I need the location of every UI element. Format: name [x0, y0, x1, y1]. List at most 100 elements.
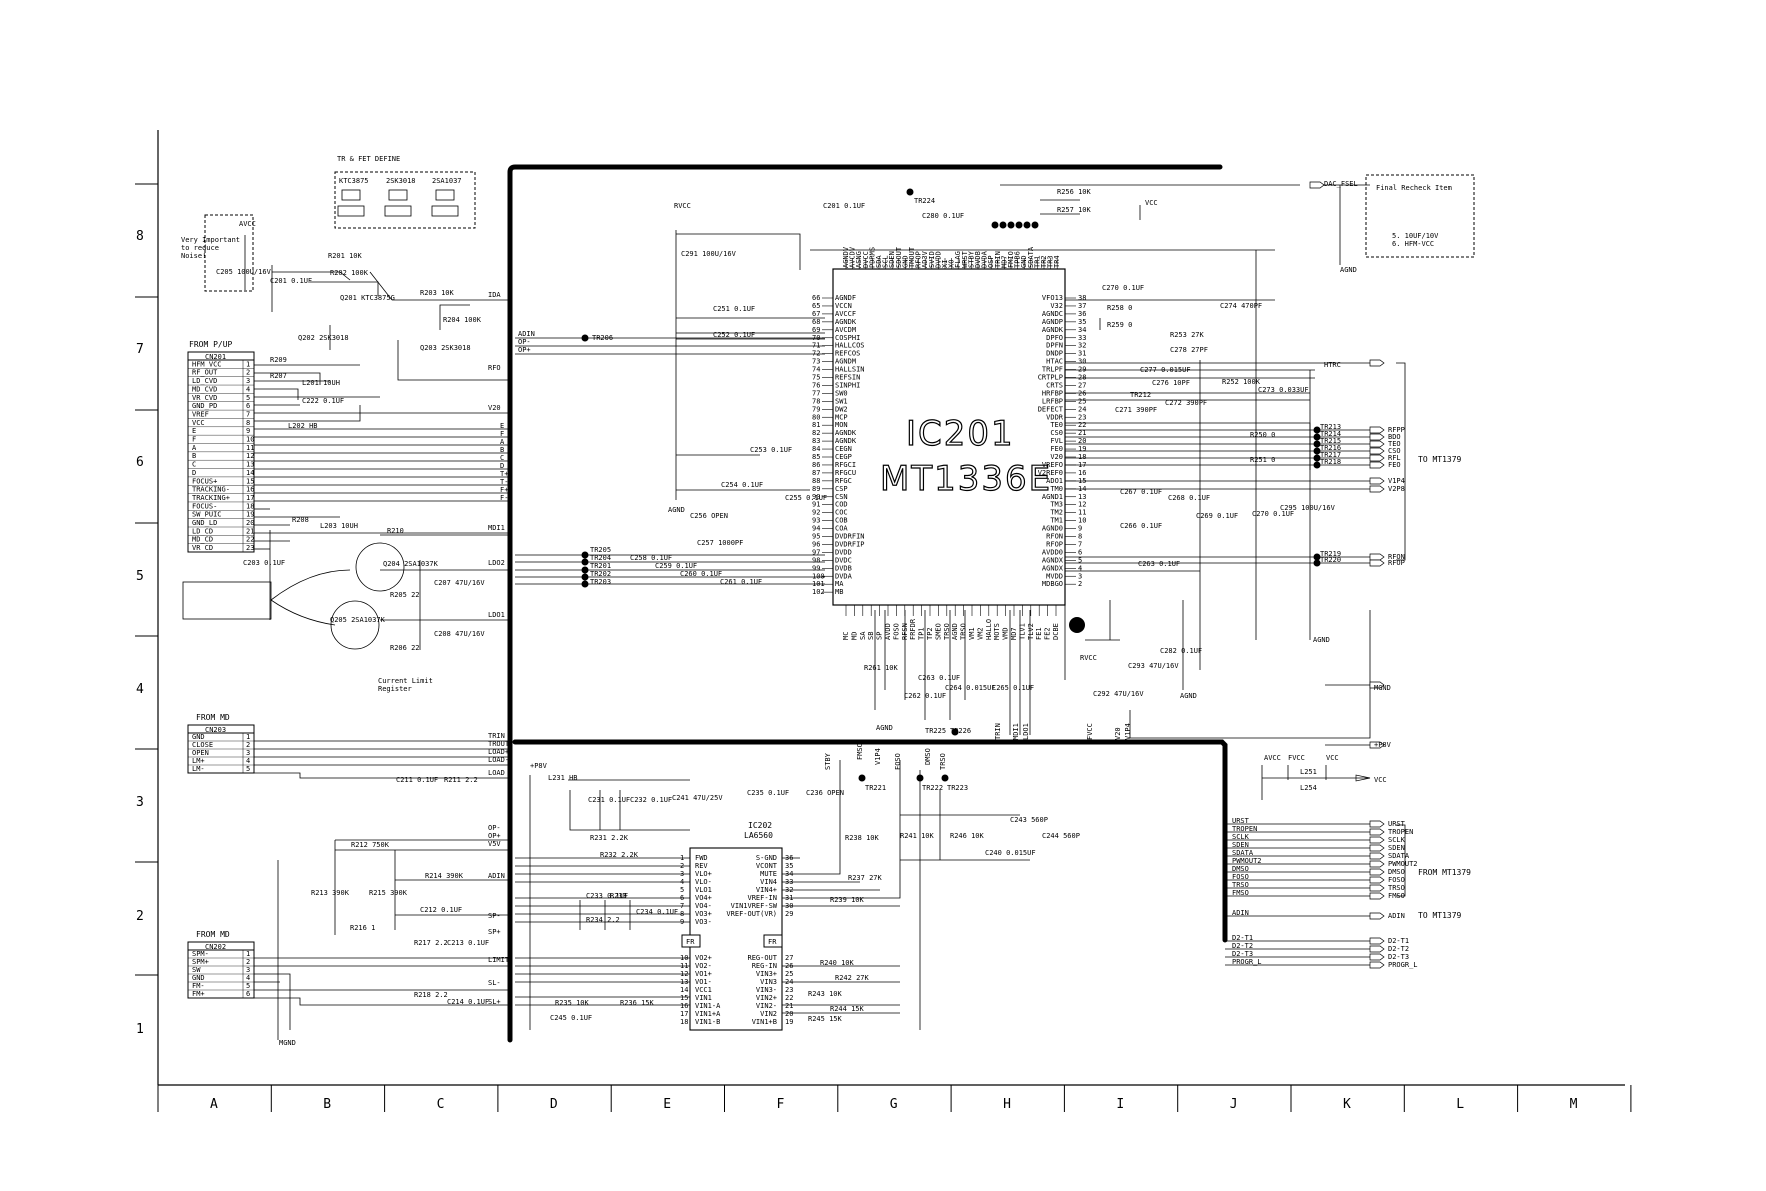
r235-label: R235 10K	[555, 999, 590, 1007]
tp-label-6: TR226	[950, 727, 971, 735]
cn201-pin-14-name: D	[192, 469, 196, 477]
r256-label: R256 10K	[1057, 188, 1092, 196]
ic201-left-num-31: 96	[812, 540, 820, 548]
c269-label: C269 0.1UF	[1196, 512, 1238, 520]
tp-label-1: TR224	[914, 197, 935, 205]
tr-type-1: KTC3875	[339, 177, 369, 185]
ic201-left-pin-24: CSP	[835, 485, 848, 493]
r234-label: R234 2.2	[586, 916, 620, 924]
c201-label: C201 0.1UF	[270, 277, 312, 285]
c208-label: C208 47U/16V	[434, 630, 485, 638]
ic201-right-num-11: 27	[1078, 381, 1086, 389]
ic201-right-num-9: 29	[1078, 366, 1086, 374]
ic201-right-pin-3: AGNDP	[1042, 318, 1063, 326]
left-net-33: SP-	[488, 912, 501, 920]
ic202-right-lower-num-8: 19	[785, 1018, 793, 1026]
cn203-pin-2-name: CLOSE	[192, 741, 213, 749]
r210-label: R210	[387, 527, 404, 535]
agnd-ic201-label: AGND	[668, 506, 685, 514]
ic202-right-lower-pin-8: VIN1+B	[752, 1018, 777, 1026]
ic201-left-num-0: 66	[812, 294, 820, 302]
dac-fsel-label: DAC_FSEL	[1324, 180, 1358, 188]
ic201-surround-wires	[515, 184, 1371, 739]
ic201-top-pin-13: SVID	[928, 251, 936, 268]
htrc-label: HTRC	[1324, 361, 1341, 369]
ic201-top-pin-12: AD3V	[921, 250, 929, 268]
ic201-right-num-29: 9	[1078, 525, 1082, 533]
c252-label: C252 0.1UF	[713, 331, 755, 339]
cn201-pin-23-num: 23	[246, 544, 254, 552]
ic201-left-pin-15: MCP	[835, 413, 848, 421]
cn201-pin-13-num: 13	[246, 461, 254, 469]
ic201-bottom-pin-4: SP	[876, 632, 884, 640]
c214-label: C214 0.1UF	[447, 998, 489, 1006]
r243-label: R243 10K	[808, 990, 843, 998]
r218-label: R218 2.2	[414, 991, 448, 999]
cn201-pin-18-name: FOCUS-	[192, 502, 217, 510]
cn201-pin-4-name: MD_CVD	[192, 385, 217, 393]
ic201-top-pin-30: TR2	[1040, 255, 1048, 268]
ic201-left-num-1: 65	[812, 302, 820, 310]
cn201-pin-16-num: 16	[246, 486, 254, 494]
left-net-30: OP+	[488, 832, 501, 840]
cn202-ref: CN202	[205, 943, 226, 951]
c282-label: C282 0.1UF	[1160, 647, 1202, 655]
cn201-pin-9-num: 9	[246, 427, 250, 435]
tr-fet-define-title: TR & FET DEFINE	[337, 155, 400, 163]
grid-col-H: H	[1003, 1097, 1011, 1112]
ic201-left-num-4: 69	[812, 326, 820, 334]
r216-label: R216 1	[350, 924, 375, 932]
q202-label: Q202 2SK3018	[298, 334, 349, 342]
ic201-top-pin-8: SDOUT	[895, 246, 903, 268]
ic202-left-lower-num-6: 16	[680, 1002, 688, 1010]
left-net-14: LDO2	[488, 559, 505, 567]
ic201-top-pin-17: FLAG	[954, 251, 962, 268]
tp-label-4: TR223	[947, 784, 968, 792]
c274-label: C274 470PF	[1220, 302, 1262, 310]
ic201-right-pin-10: CRTPLP	[1038, 374, 1063, 382]
ic201-left-num-19: 84	[812, 445, 820, 453]
ic201-left-pin-32: DVDD	[835, 548, 852, 556]
ic201-right-num-26: 12	[1078, 501, 1086, 509]
r245-label: R245 15K	[808, 1015, 843, 1023]
grid-row-1: 1	[136, 1022, 144, 1037]
fvcc-right-label: FVCC	[1288, 754, 1305, 762]
ic201-right-num-31: 7	[1078, 540, 1082, 548]
l203-label: L203 10UH	[320, 522, 358, 530]
grid-col-L: L	[1456, 1097, 1464, 1112]
cn201-pin-17-num: 17	[246, 494, 254, 502]
ic201-top-pin-0: AGNDV	[842, 246, 850, 268]
ic201-top-pin-21: DVDA	[981, 250, 989, 268]
grid-row-4: 4	[136, 682, 144, 697]
right-out-a-TEO: TEO	[1388, 440, 1401, 448]
ic201-bottom-pin-18: MOTS	[993, 623, 1001, 640]
ic201-left-pin-9: HALLSIN	[835, 366, 865, 374]
ic201-right-num-35: 3	[1078, 572, 1082, 580]
ic201-right-pin-24: TM0	[1050, 485, 1063, 493]
ic202-right-num-1: 35	[785, 862, 793, 870]
cn201-pin-15-num: 15	[246, 477, 254, 485]
left-net-10: T-	[500, 478, 508, 486]
ic201-right-pin-32: AVDD0	[1042, 548, 1063, 556]
agnd-top-label: AGND	[1340, 266, 1357, 274]
ic201-left-pin-26: COD	[835, 501, 848, 509]
right-side-wires	[1225, 184, 1406, 966]
grid-row-6: 6	[136, 455, 144, 470]
cn201-pin-21-num: 21	[246, 527, 254, 535]
c243-label: C243 560P	[1010, 816, 1048, 824]
ic202-left-lower-pin-2: VO1+	[695, 970, 712, 978]
ic201-right-pin-6: DPFN	[1046, 342, 1063, 350]
left-net-31: V5V	[488, 840, 501, 848]
c241-label: C241 47U/25V	[672, 794, 723, 802]
bus-left-TRSO: TRSO	[1232, 881, 1249, 889]
dt-right-3: PROGR_L	[1388, 961, 1418, 969]
ic201-left-pin-30: DVDRFIN	[835, 533, 865, 541]
r238-label: R238 10K	[845, 834, 880, 842]
ic202-left-lower-pin-8: VIN1-B	[695, 1018, 720, 1026]
ic201-left-num-33: 98	[812, 556, 820, 564]
grid-col-D: D	[550, 1097, 558, 1112]
sheet-frame	[135, 130, 1632, 1112]
left-net-28: LOAD	[488, 769, 505, 777]
grid-col-E: E	[663, 1097, 671, 1112]
